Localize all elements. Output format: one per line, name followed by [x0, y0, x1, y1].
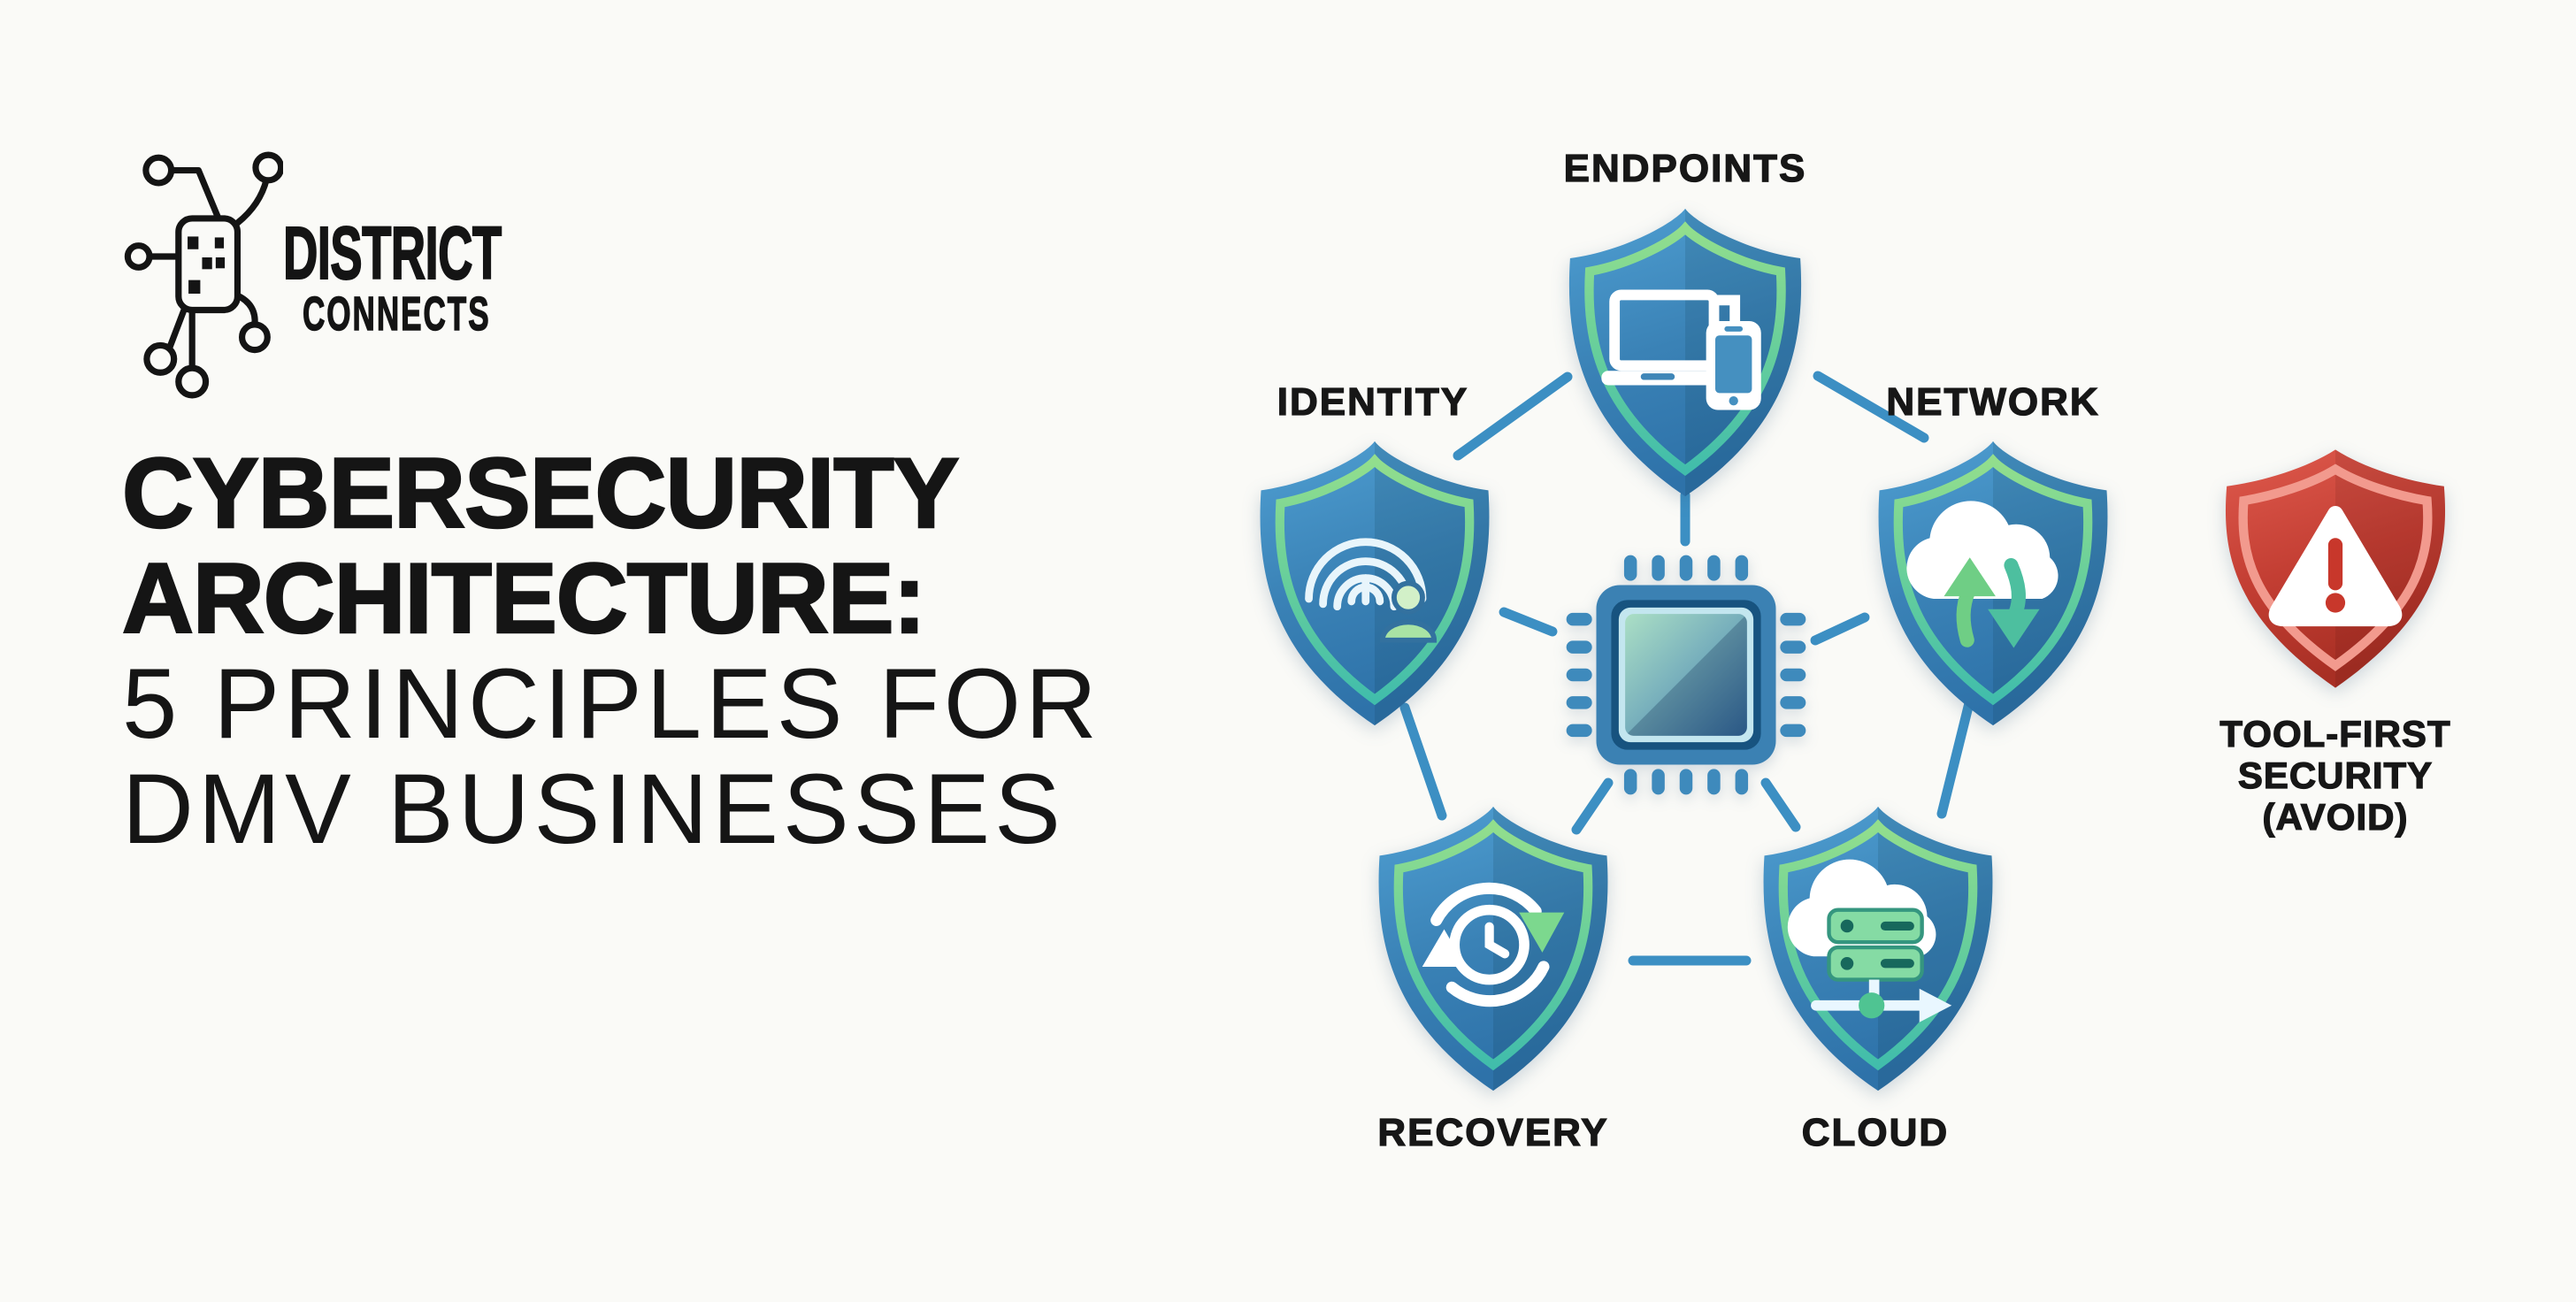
warn-line-2: SECURITY: [2237, 754, 2434, 796]
cloud-sync-arrows-icon: [1906, 501, 2058, 648]
label-network: NETWORK: [1886, 379, 2100, 424]
page-title: CYBERSECURITY ARCHITECTURE: 5 PRINCIPLES…: [121, 438, 1101, 864]
spoke-cpu-network: [1810, 612, 1870, 646]
edge-endpoints-network: [1813, 371, 1929, 443]
label-recovery: RECOVERY: [1377, 1110, 1609, 1154]
label-endpoints: ENDPOINTS: [1563, 146, 1807, 190]
shield-recovery: [1364, 799, 1622, 1099]
shield-network: [1864, 433, 2122, 733]
shield-cloud: [1749, 799, 2007, 1099]
edge-network-cloud: [1936, 698, 1974, 819]
circuit-network-icon: [124, 151, 283, 399]
label-tool-first-security: TOOL-FIRST SECURITY (AVOID): [2220, 712, 2451, 838]
fingerprint-user-icon: [1305, 538, 1438, 643]
shield-identity: [1246, 433, 1504, 733]
label-identity: IDENTITY: [1276, 379, 1469, 424]
spoke-cpu-identity: [1499, 607, 1558, 637]
warning-triangle-icon: [2268, 505, 2403, 627]
edge-identity-recovery: [1399, 702, 1447, 821]
warn-line-3: (AVOID): [2262, 795, 2409, 838]
clock-restore-icon: [1422, 882, 1565, 1007]
spoke-cpu-cloud: [1760, 777, 1801, 832]
title-line-4: DMV BUSINESSES: [122, 754, 1065, 864]
brand-name: DISTRICT: [282, 211, 502, 295]
title-line-3: 5 PRINCIPLES FOR: [122, 648, 1101, 759]
title-line-1: CYBERSECURITY: [121, 438, 961, 548]
spoke-cpu-recovery: [1571, 777, 1614, 835]
edge-endpoints-identity: [1453, 371, 1573, 461]
cloud-server-icon: [1787, 859, 1952, 1022]
label-cloud: CLOUD: [1801, 1110, 1950, 1154]
title-line-2: ARCHITECTURE:: [121, 543, 927, 654]
laptop-phone-icon: [1601, 289, 1761, 410]
cpu-chip-icon: [1566, 555, 1806, 795]
shield-tool-first-warning: [2225, 449, 2446, 688]
shield-endpoints: [1554, 201, 1816, 504]
warn-line-1: TOOL-FIRST: [2220, 712, 2451, 754]
brand-subname: CONNECTS: [303, 287, 491, 341]
cpu-pins: [1566, 555, 1806, 795]
connector-lines: [1399, 371, 1974, 966]
